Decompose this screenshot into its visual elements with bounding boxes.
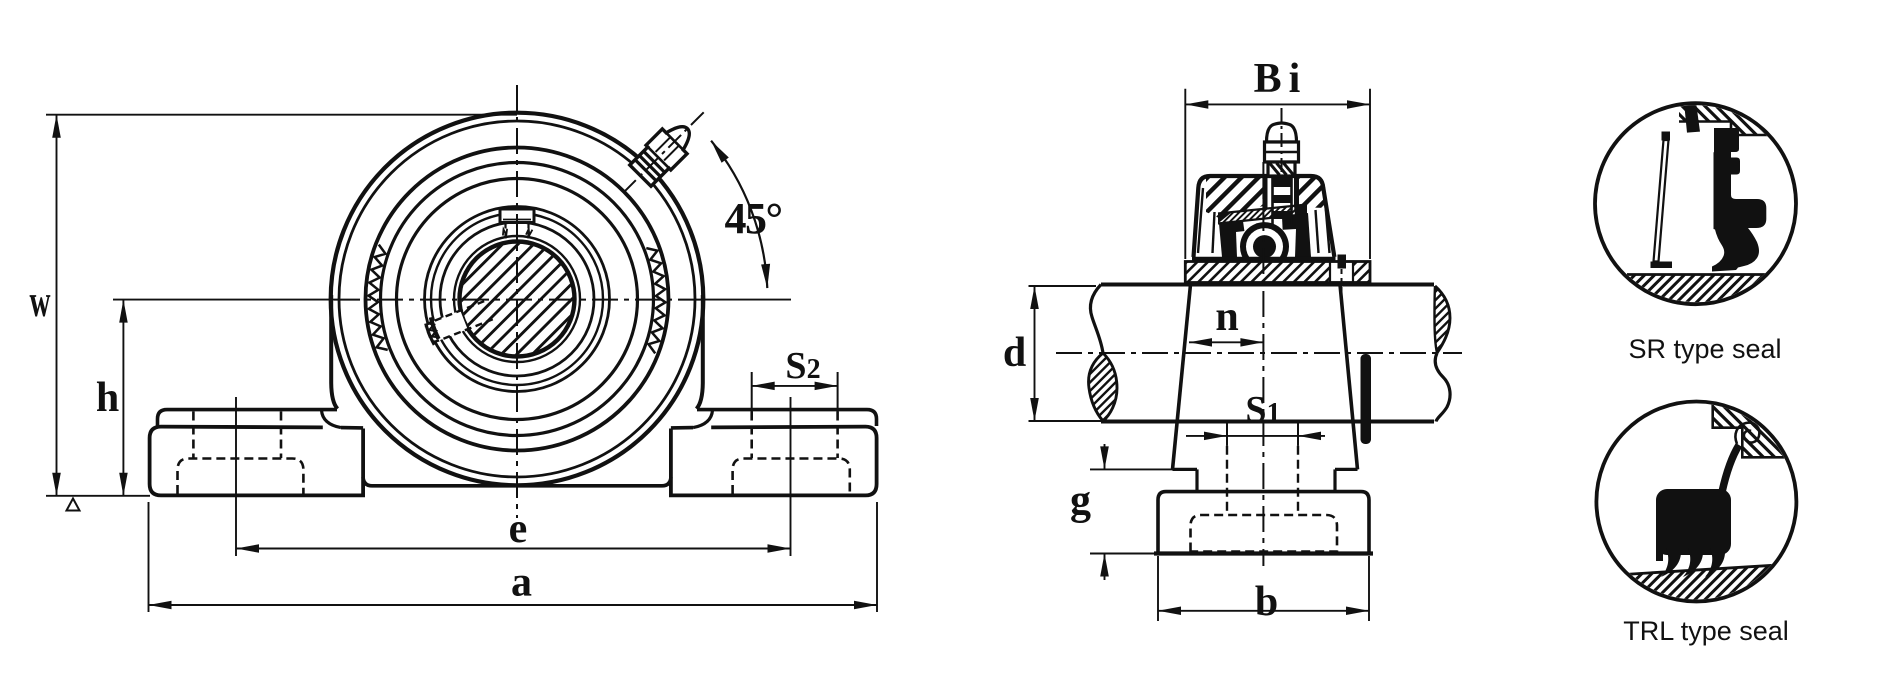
svg-text:45°: 45°	[724, 194, 781, 243]
svg-text:w: w	[30, 275, 51, 326]
svg-text:b: b	[1255, 579, 1278, 625]
svg-text:e: e	[509, 506, 528, 552]
svg-text:Bi: Bi	[1254, 56, 1301, 102]
svg-text:g: g	[1070, 478, 1091, 524]
svg-text:d: d	[1003, 330, 1026, 376]
svg-text:TRL type seal: TRL type seal	[1623, 616, 1789, 646]
svg-text:h: h	[96, 375, 119, 421]
svg-text:S1: S1	[1245, 389, 1280, 431]
svg-text:a: a	[511, 560, 532, 606]
svg-text:SR type seal: SR type seal	[1628, 334, 1781, 364]
svg-text:n: n	[1215, 294, 1238, 340]
